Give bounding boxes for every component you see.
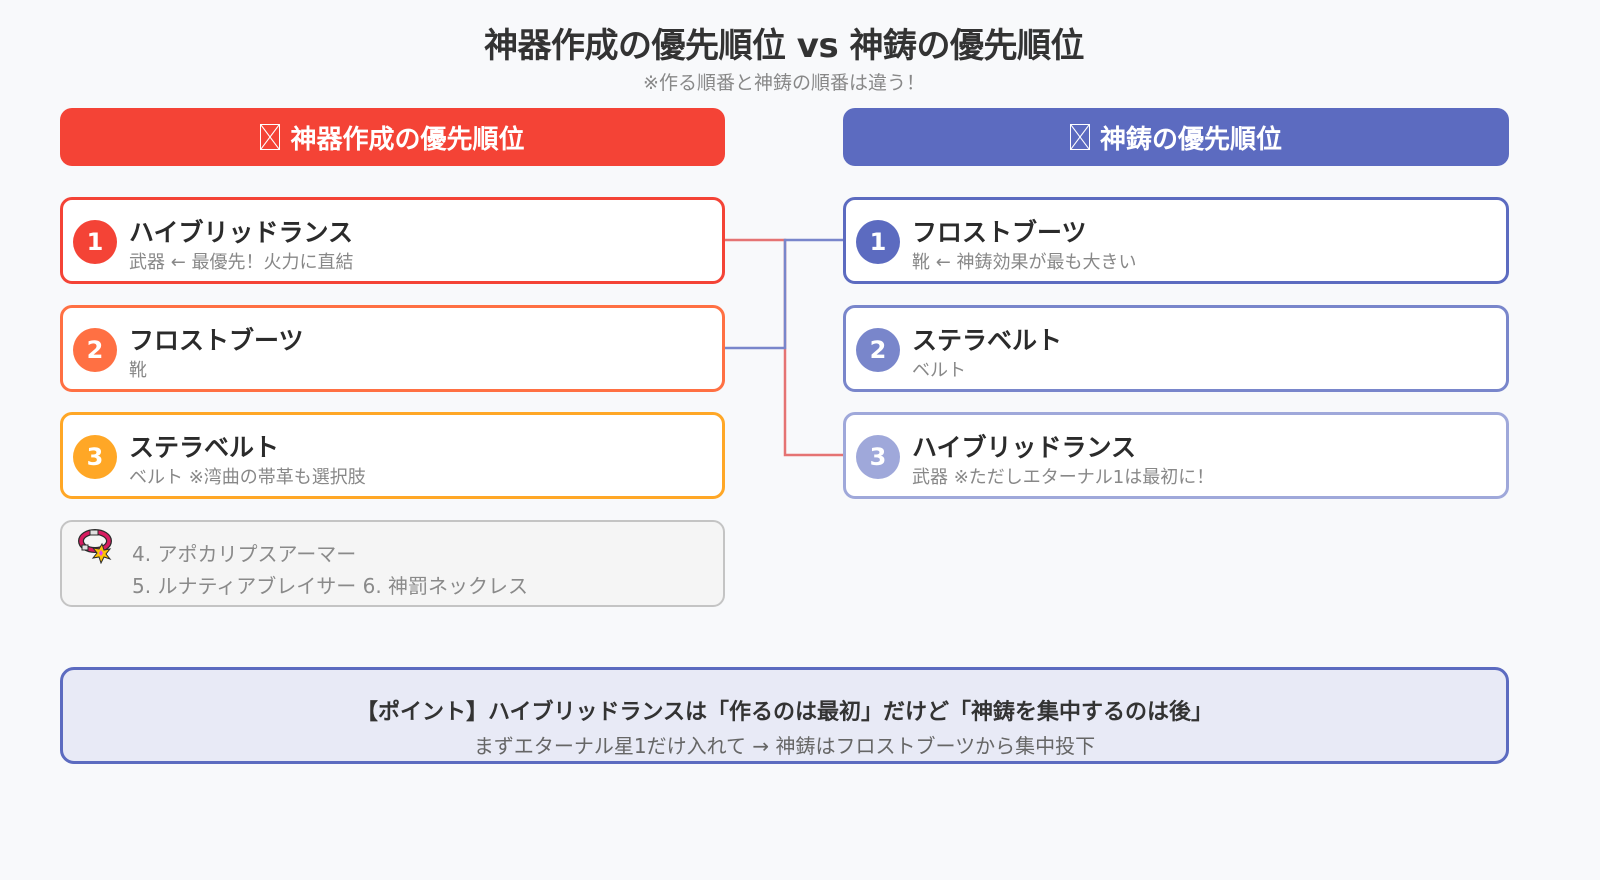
crafting-item-2: 2 フロストブーツ 靴	[60, 305, 725, 392]
rank-badge: 2	[73, 328, 117, 372]
casting-item-3: 3 ハイブリッドランス 武器 ※ただしエターナル1は最初に！	[843, 412, 1509, 499]
crafting-item-3: 3 ステラベルト ベルト ※湾曲の帯革も選択肢	[60, 412, 725, 499]
item-name: ハイブリッドランス	[129, 218, 354, 247]
crafting-other-items: 4. アポカリプスアーマー 5. ルナティアブレイサー 6. 神罰ネックレス	[60, 520, 725, 607]
item-note: 武器 ※ただしエターナル1は最初に！	[912, 467, 1215, 488]
connector-boots	[725, 238, 843, 350]
key-point-box: 【ポイント】ハイブリッドランスは「作るのは最初」だけど「神鋳を集中するのは後」 …	[60, 667, 1509, 764]
item-name: フロストブーツ	[912, 218, 1087, 247]
other-items-line-1: 4. アポカリプスアーマー	[132, 542, 357, 566]
other-items-line-2: 5. ルナティアブレイサー 6. 神罰ネックレス	[132, 574, 529, 598]
item-name: ステラベルト	[912, 326, 1063, 355]
casting-priority-header-label: 神鋳の優先順位	[1099, 124, 1282, 155]
rank-badge: 3	[856, 435, 900, 479]
item-note: ベルト ※湾曲の帯革も選択肢	[129, 467, 366, 488]
missing-glyph-icon	[1069, 124, 1090, 150]
casting-item-1: 1 フロストブーツ 靴 ← 神鋳効果が最も大きい	[843, 197, 1509, 284]
key-point-sub: まずエターナル星1だけ入れて → 神鋳はフロストブーツから集中投下	[473, 734, 1096, 758]
key-point-main: 【ポイント】ハイブリッドランスは「作るのは最初」だけど「神鋳を集中するのは後」	[355, 700, 1214, 725]
crafting-item-1: 1 ハイブリッドランス 武器 ← 最優先！火力に直結	[60, 197, 725, 284]
crafting-priority-header: 神器作成の優先順位	[60, 108, 725, 166]
casting-priority-header: 神鋳の優先順位	[843, 108, 1509, 166]
page-title: 神器作成の優先順位 vs 神鋳の優先順位	[483, 26, 1085, 66]
rank-badge: 2	[856, 328, 900, 372]
item-name: ハイブリッドランス	[912, 433, 1137, 462]
rank-badge: 1	[856, 220, 900, 264]
item-note: 武器 ← 最優先！火力に直結	[129, 252, 354, 273]
item-note: ベルト	[912, 360, 966, 381]
ring-icon	[78, 529, 112, 564]
item-note: 靴 ← 神鋳効果が最も大きい	[912, 252, 1137, 273]
page-subtitle: ※作る順番と神鋳の順番は違う！	[643, 72, 925, 94]
casting-item-2: 2 ステラベルト ベルト	[843, 305, 1509, 392]
missing-glyph-icon	[260, 124, 281, 150]
connector-lance	[725, 238, 843, 457]
item-name: ステラベルト	[129, 433, 280, 462]
item-name: フロストブーツ	[129, 326, 304, 355]
rank-badge: 3	[73, 435, 117, 479]
rank-badge: 1	[73, 220, 117, 264]
item-note: 靴	[129, 360, 147, 381]
crafting-priority-header-label: 神器作成の優先順位	[290, 124, 525, 155]
